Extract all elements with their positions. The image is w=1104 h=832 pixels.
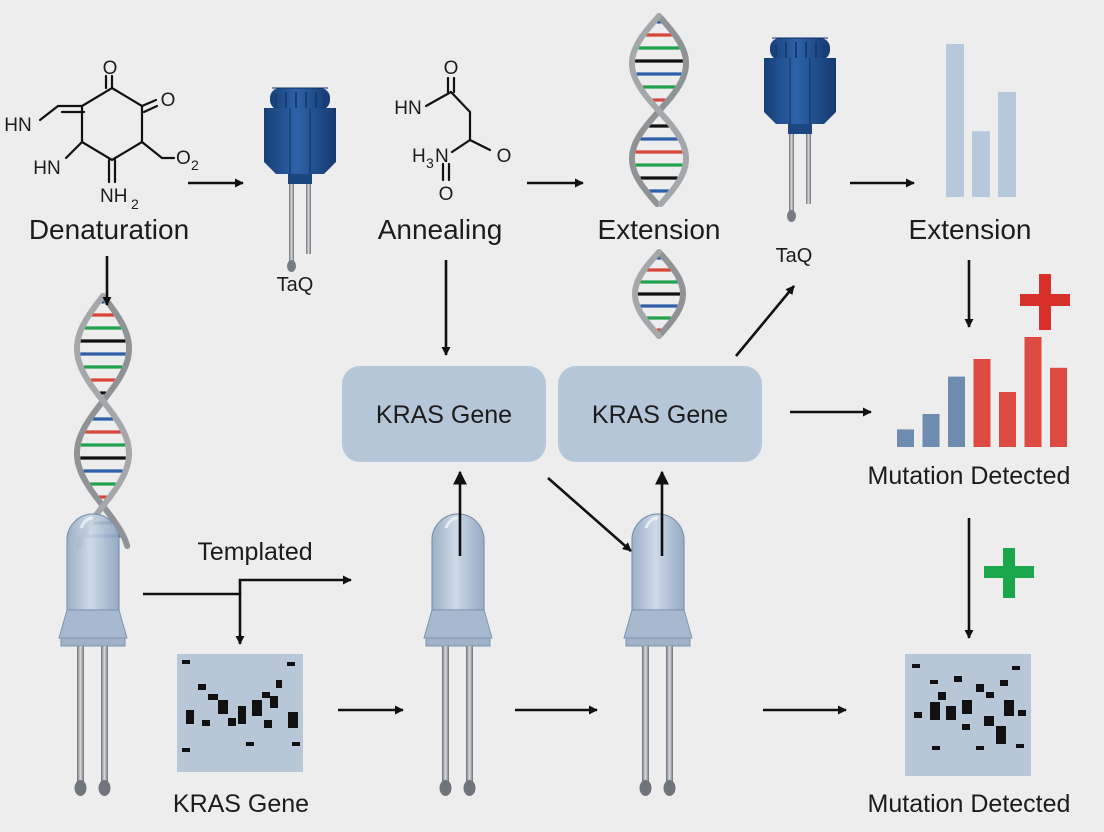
chem2-o-right: O — [497, 146, 512, 167]
kras-gene-box-1-label: KRAS Gene — [376, 401, 512, 429]
dna-strand — [74, 293, 132, 549]
dna-strand — [631, 249, 662, 339]
sample-tube-2 — [422, 512, 494, 798]
arrow-box-to-taq — [734, 285, 796, 357]
dna-helix-denaturation — [74, 293, 132, 549]
arrow-box-to-tube3 — [547, 477, 632, 552]
chem2-hn: HN — [394, 98, 421, 119]
mutation-bar-chart — [897, 337, 1067, 447]
chart-bar — [1050, 367, 1067, 447]
chem2-o-bottom: O — [439, 184, 454, 205]
sample-tube-3 — [622, 512, 694, 798]
label-mutation-detected-2: Mutation Detected — [868, 790, 1071, 818]
label-taq-2: TaQ — [776, 245, 813, 267]
chart-bar — [973, 359, 991, 447]
chem1-hn-left: HN — [4, 115, 31, 136]
label-denaturation: Denaturation — [29, 214, 189, 245]
kras-gene-box-2 — [558, 366, 762, 462]
green-plus-icon — [984, 548, 1034, 598]
sample-tube-1 — [57, 512, 129, 798]
chemical-structure-2: O HN H 3 N O O — [394, 58, 511, 205]
chart-bar — [998, 92, 1016, 197]
chem1-o-right: O — [161, 90, 176, 111]
label-mutation-detected-1: Mutation Detected — [868, 462, 1071, 490]
chem1-o2-sub: 2 — [191, 157, 199, 173]
chem2-h3n-sub: 3 — [426, 155, 434, 171]
kras-gene-box-2-label: KRAS Gene — [592, 401, 728, 429]
arrow-templated-down — [143, 592, 245, 645]
chart-bar — [948, 376, 965, 447]
dna-helix-extension-top — [629, 13, 689, 207]
microarray-grid-1 — [177, 654, 303, 772]
red-plus-icon — [1020, 274, 1070, 330]
chart-bar — [897, 429, 914, 447]
kras-gene-box-1 — [342, 366, 546, 462]
chemical-structure-1: O O HN HN NH 2 O 2 — [4, 58, 199, 212]
taq-probe-2 — [763, 37, 837, 223]
dna-strand — [629, 13, 689, 207]
chart-bar — [999, 392, 1016, 447]
chart-bar — [972, 131, 990, 197]
chem2-h3n: H — [412, 146, 426, 167]
chem1-o2: O — [176, 148, 191, 169]
label-templated: Templated — [197, 538, 312, 566]
label-taq-1: TaQ — [277, 274, 314, 296]
microarray-grid-2 — [905, 654, 1031, 776]
chem1-nh2-sub: 2 — [131, 196, 139, 212]
chem2-o-top: O — [444, 58, 459, 79]
arrow-templated-right — [238, 575, 352, 594]
dna-strand — [656, 249, 687, 339]
label-extension-1: Extension — [598, 214, 721, 245]
dna-helix-extension-bottom — [631, 249, 687, 339]
chart-bar — [922, 414, 940, 447]
label-annealing: Annealing — [378, 214, 503, 245]
chem1-hn-mid: HN — [33, 158, 60, 179]
chart-bar — [1024, 337, 1042, 447]
chart-bar — [946, 44, 964, 197]
label-kras-gene-bottom: KRAS Gene — [173, 790, 309, 818]
taq-probe-1 — [263, 87, 337, 273]
label-extension-2: Extension — [909, 214, 1032, 245]
chem2-h3n-n: N — [435, 146, 449, 167]
chem1-o-top: O — [103, 58, 118, 79]
pale-bar-chart — [946, 44, 1016, 197]
chem1-nh2: NH — [100, 186, 127, 207]
